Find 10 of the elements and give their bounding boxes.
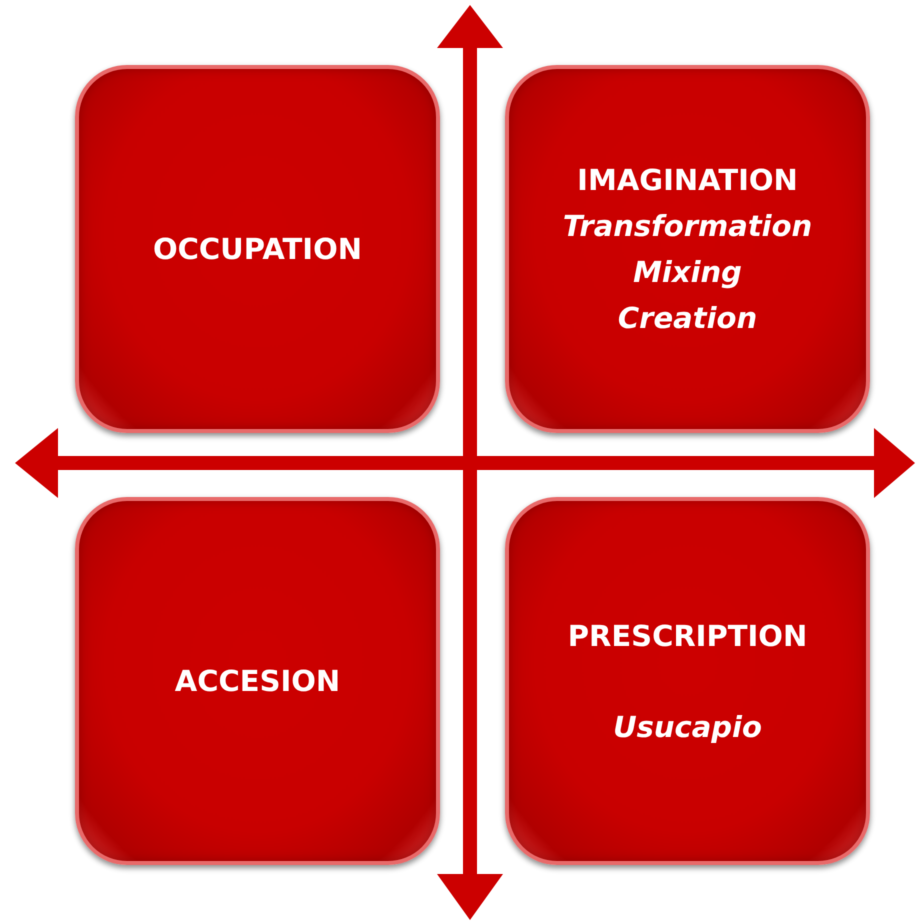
box-subtext: Usucapio [613,708,762,746]
quadrant-box [75,497,440,865]
box-subtext: Transformation Mixing Creation [562,208,812,337]
quadrant-box [505,497,870,865]
box-heading: IMAGINATION [577,162,798,199]
box-heading: ACCESION [174,663,340,700]
quadrant-box [75,65,440,433]
quadrant-box [505,65,870,433]
box-heading: PRESCRIPTION [568,618,808,654]
box-heading: OCCUPATION [152,231,362,268]
